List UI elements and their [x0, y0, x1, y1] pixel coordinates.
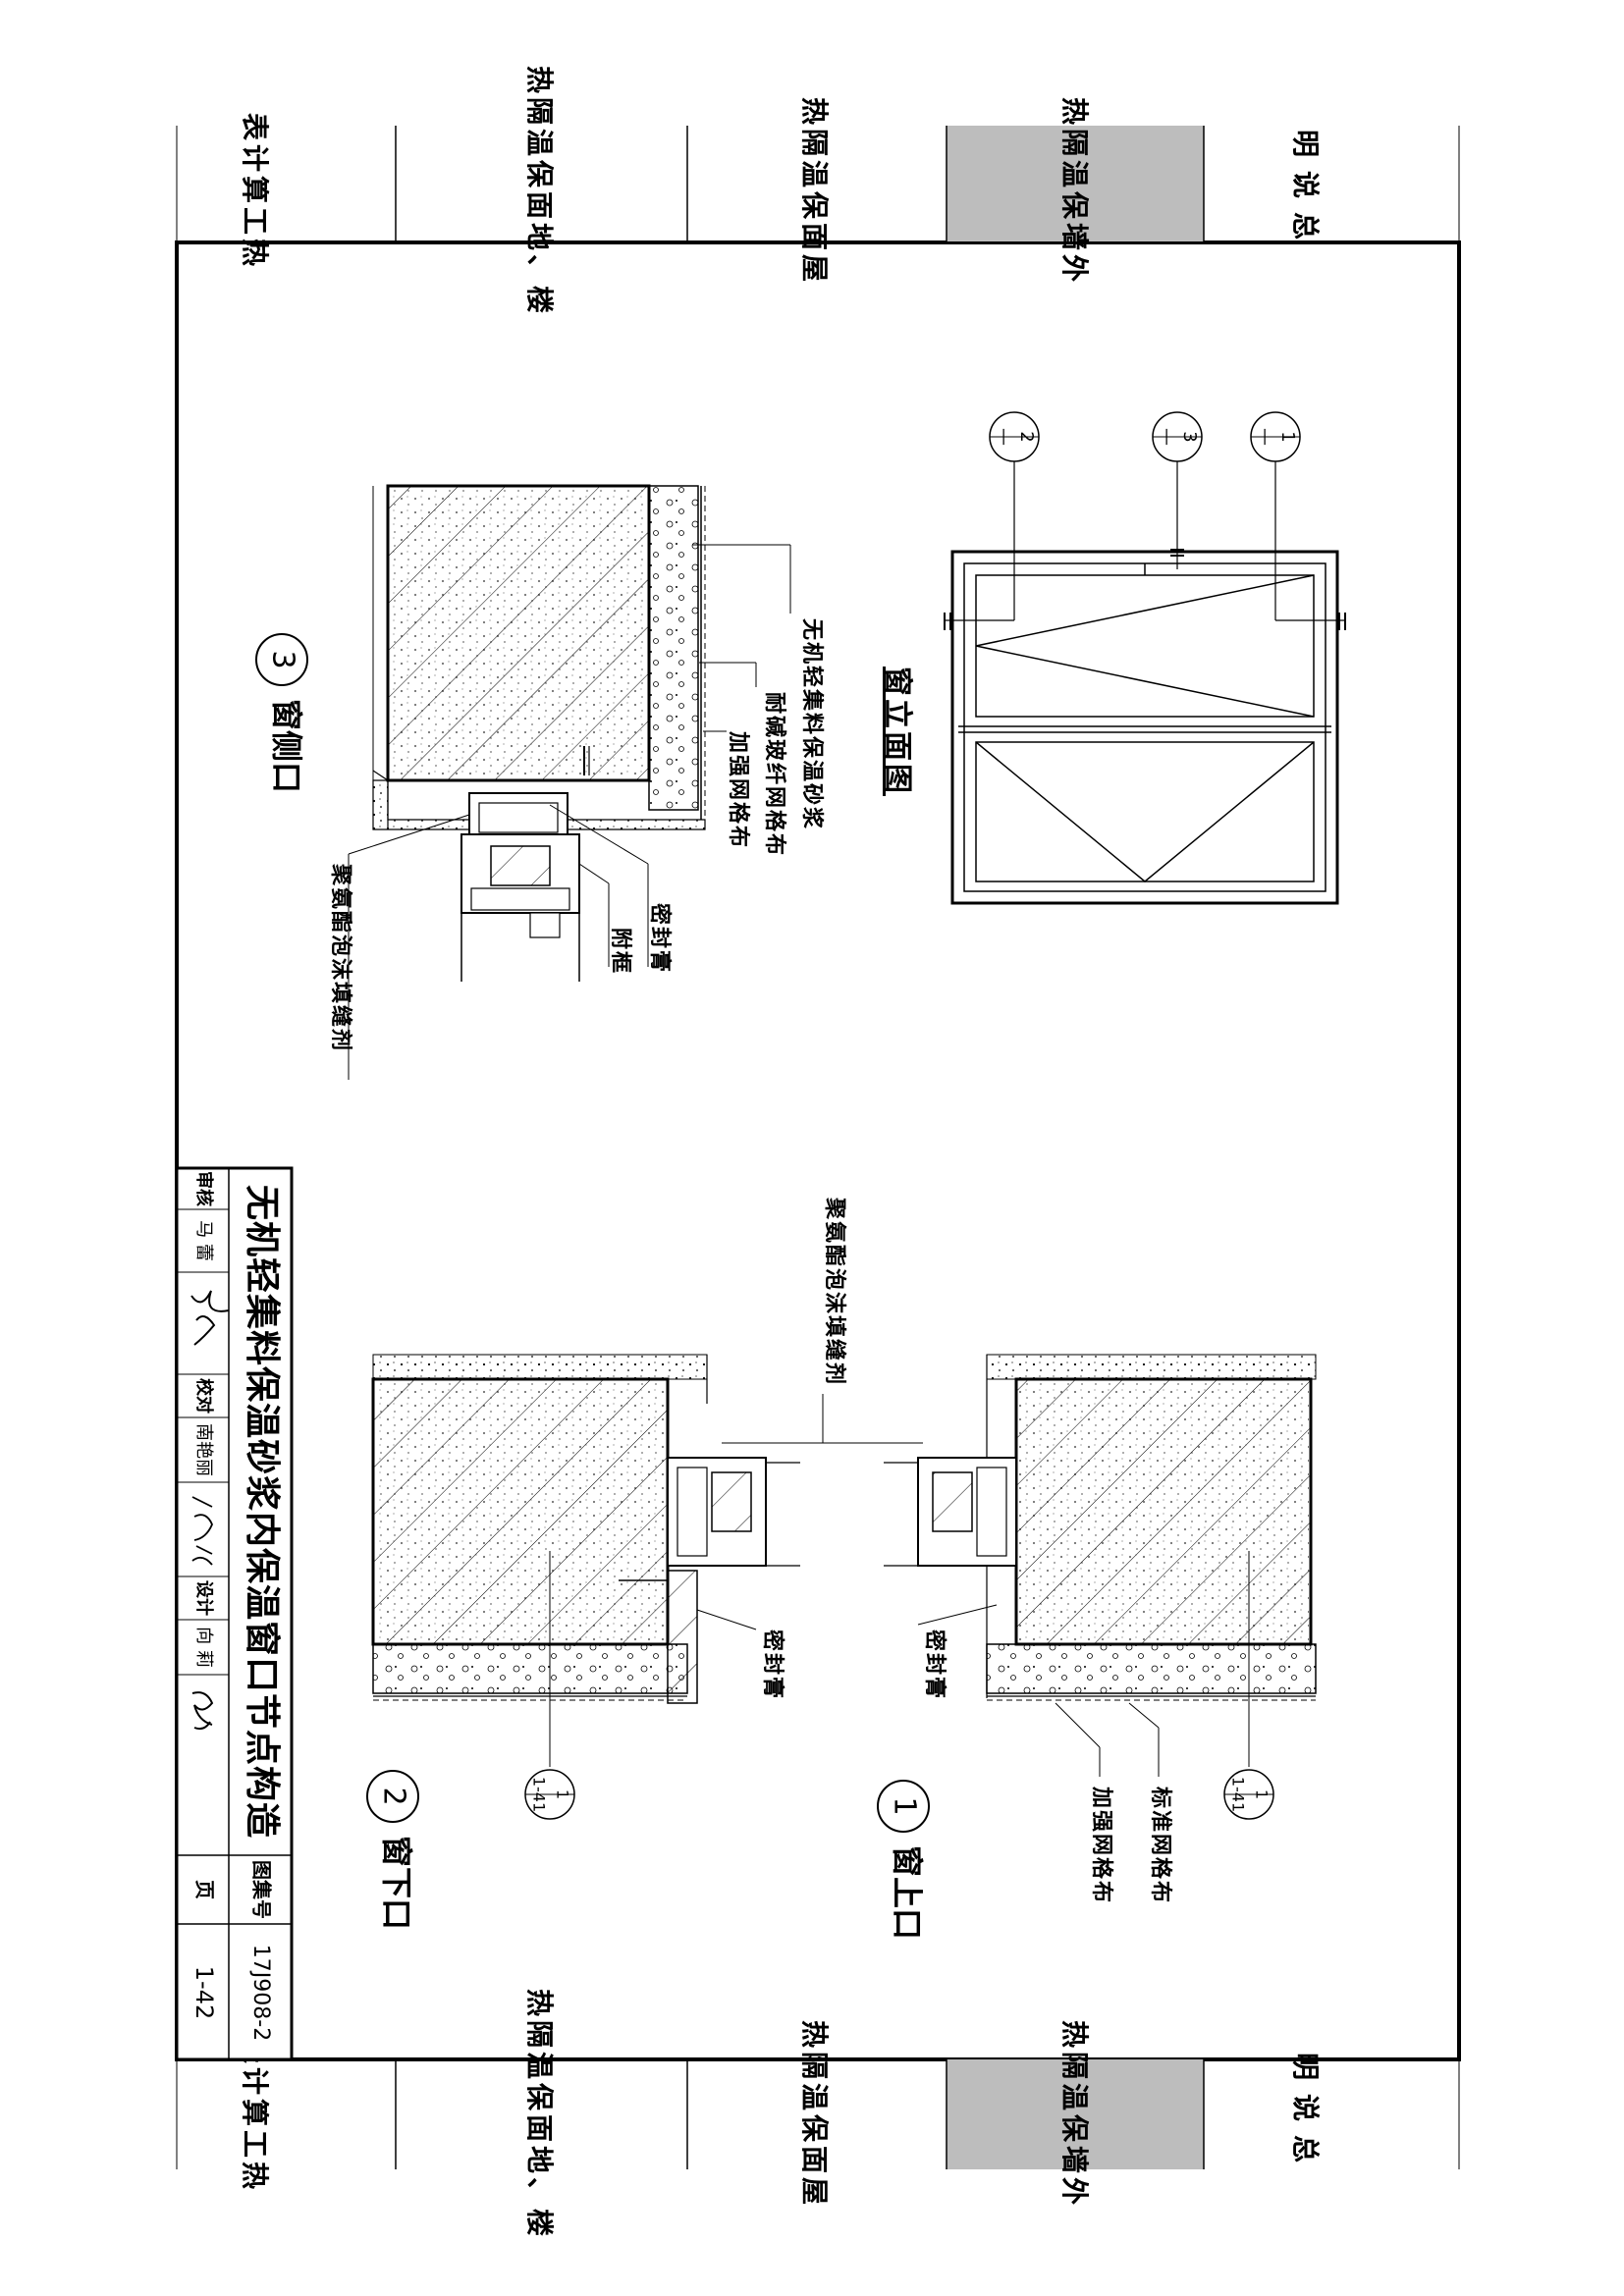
detail-3-window-side: 无机轻集料保温砂浆 耐碱玻纤网格布 加强网格布 密封膏 附框 聚氨酯泡沫填缝剂 …: [255, 484, 825, 1080]
detail2-title: 窗下口: [378, 1836, 415, 1930]
name-review: 马 蕾: [193, 1220, 214, 1261]
tab-heat-calc-bottom[interactable]: 表计算工热: [239, 2036, 271, 2193]
bottom-tab-strip: 表计算工热 热隔温保面地、楼 热隔温保面屋 热隔温保墙外 明说总: [239, 1989, 1322, 2240]
tab-active-bg-top: [947, 126, 1204, 242]
detail1-title: 窗上口: [889, 1845, 926, 1940]
detail2-number: 2: [377, 1787, 411, 1805]
detail-2-window-sill: 密封膏 1 1-41 2 窗下口: [366, 1354, 800, 1930]
window-elevation: 1 — 3 — 2 — 窗立面图: [880, 411, 1346, 905]
title-block: 无机轻集料保温砂浆内保温窗口节点构造 图集号 17J908-2 页 1-42 审…: [175, 1166, 294, 2061]
callout-ref: —: [994, 428, 1014, 446]
detail3-label-mesh: 耐碱玻纤网格布: [762, 692, 787, 857]
tab-roof-insulation-bottom[interactable]: 热隔温保面屋: [798, 2020, 831, 2209]
tab-heat-calc-top[interactable]: 表计算工热: [239, 113, 271, 270]
elevation-callout-3[interactable]: 3 —: [1152, 411, 1203, 462]
elevation-callout-2[interactable]: 2 —: [989, 411, 1040, 462]
tab-floor-insulation-bottom[interactable]: 热隔温保面地、楼: [523, 1989, 556, 2240]
title-block-title: 无机轻集料保温砂浆内保温窗口节点构造: [242, 1185, 282, 1839]
signature-review: [190, 1290, 230, 1346]
detail-center-foam: 聚氨酯泡沫填缝剂: [722, 1197, 923, 1444]
ref-number: 1: [1253, 1789, 1272, 1799]
detail3-label-subframe: 附框: [608, 928, 633, 975]
name-check: 南艳丽: [193, 1423, 214, 1476]
callout-number: 3: [1179, 431, 1200, 442]
top-tab-strip: 表计算工热 热隔温保面地、楼 热隔温保面屋 热隔温保墙外 明说总: [177, 66, 1459, 317]
detail1-label-reinforce-mesh: 加强网格布: [1089, 1786, 1114, 1904]
callout-number: 1: [1277, 431, 1298, 442]
callout-number: 2: [1016, 431, 1037, 442]
elevation-title: 窗立面图: [880, 667, 914, 796]
atlas-value: 17J908-2: [248, 1945, 273, 2041]
detail1-ref-bubble[interactable]: 1 1-41: [1223, 1769, 1274, 1820]
detail3-number: 3: [266, 650, 300, 668]
tab-active-bg-bottom: [947, 2059, 1204, 2169]
page-label: 页: [193, 1880, 217, 1899]
tab-general-notes-bottom[interactable]: 明说总: [1289, 2053, 1322, 2176]
detail3-marker[interactable]: 3: [255, 633, 308, 686]
detail1-number: 1: [888, 1796, 922, 1815]
atlas-label: 图集号: [250, 1860, 274, 1919]
callout-ref: —: [1255, 428, 1275, 446]
tab-roof-insulation-top[interactable]: 热隔温保面屋: [798, 97, 831, 286]
ref-number: 1: [554, 1789, 572, 1799]
elevation-callout-1[interactable]: 1 —: [1250, 411, 1301, 462]
center-label-foam: 聚氨酯泡沫填缝剂: [822, 1197, 847, 1386]
ref-page: 1-41: [530, 1777, 549, 1812]
detail3-title: 窗侧口: [268, 699, 305, 793]
detail3-label-mortar: 无机轻集料保温砂浆: [799, 618, 825, 830]
detail1-marker[interactable]: 1: [877, 1780, 930, 1833]
detail1-label-sealant: 密封膏: [922, 1629, 947, 1700]
tab-wall-insulation-bottom[interactable]: 热隔温保墙外: [1058, 2020, 1091, 2209]
detail2-marker[interactable]: 2: [366, 1770, 419, 1823]
tab-wall-insulation-top[interactable]: 热隔温保墙外: [1058, 97, 1091, 286]
detail3-label-sealant: 密封膏: [647, 903, 673, 974]
signature-design: [191, 1691, 214, 1731]
detail2-label-sealant: 密封膏: [760, 1629, 785, 1700]
role-check: 校对: [193, 1378, 215, 1414]
tab-floor-insulation-top[interactable]: 热隔温保面地、楼: [523, 66, 556, 317]
tab-general-notes-top[interactable]: 明说总: [1289, 130, 1322, 253]
detail2-ref-bubble[interactable]: 1 1-41: [524, 1769, 575, 1820]
detail1-label-standard-mesh: 标准网格布: [1148, 1787, 1173, 1904]
role-design: 设计: [193, 1580, 215, 1616]
detail3-label-reinforce-mesh: 加强网格布: [726, 730, 751, 849]
window-frame-profile-1: [884, 1457, 1017, 1610]
detail-1-window-head: 密封膏 标准网格布 加强网格布 1 1-41 1 窗上口: [877, 1354, 1317, 1940]
callout-ref: —: [1157, 428, 1177, 446]
page-value: 1-42: [190, 1966, 218, 2019]
signature-check: [191, 1496, 213, 1566]
detail3-label-foam: 聚氨酯泡沫填缝剂: [328, 863, 353, 1052]
window-frame-profile-3: [460, 746, 590, 982]
name-design: 向 莉: [193, 1627, 214, 1668]
window-frame-profile-2: [619, 1457, 800, 1704]
ref-page: 1-41: [1229, 1777, 1248, 1812]
role-review: 审核: [193, 1171, 215, 1206]
